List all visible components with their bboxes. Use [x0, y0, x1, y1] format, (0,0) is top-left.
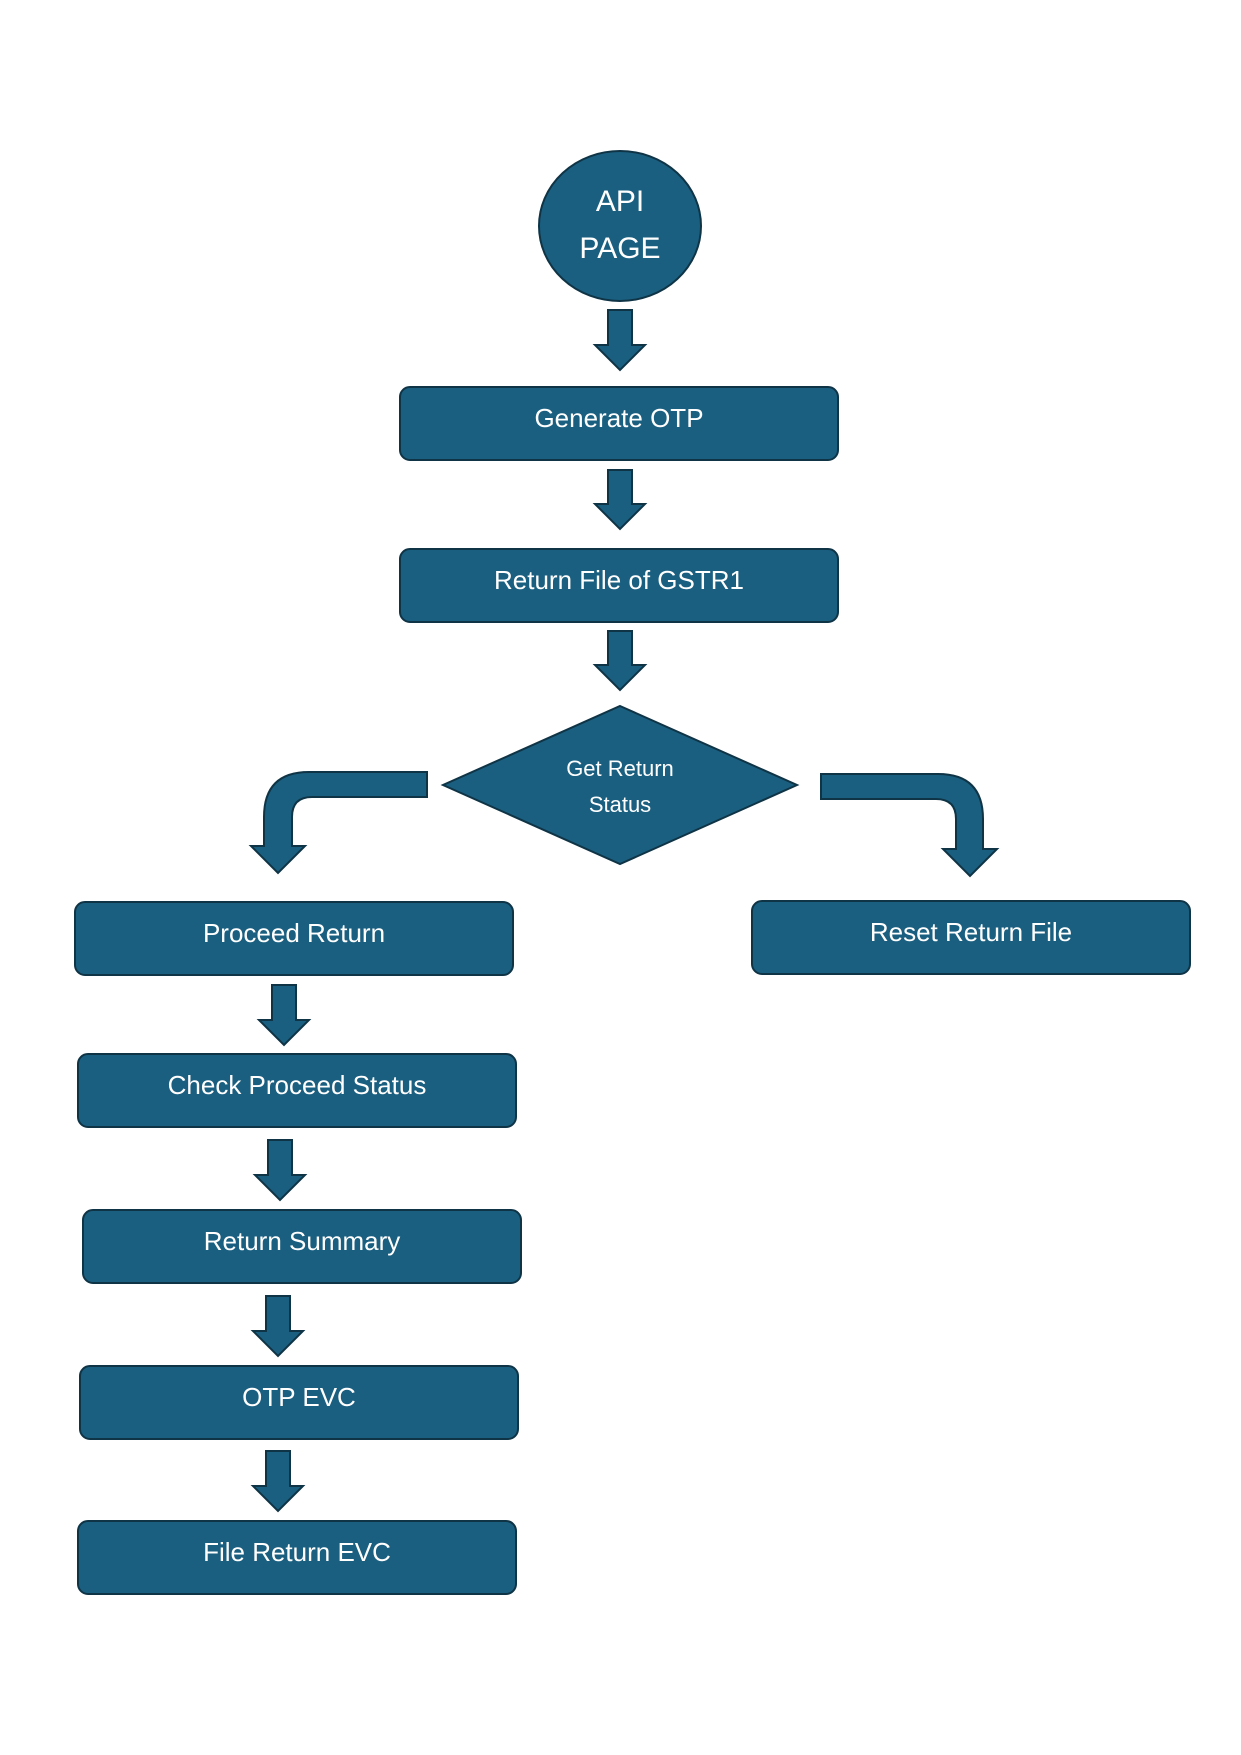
step-check-proceed-status-label: Check Proceed Status — [168, 1070, 427, 1100]
step-otp-evc-label: OTP EVC — [242, 1382, 356, 1412]
start-node-label-line2: PAGE — [579, 232, 660, 265]
step-return-file-gstr1: Return File of GSTR1 — [399, 548, 839, 623]
step-file-return-evc-label: File Return EVC — [203, 1537, 391, 1567]
step-return-summary-label: Return Summary — [204, 1226, 401, 1256]
arrow-otp-evc-to-file-return-evc — [250, 1450, 306, 1513]
decision-label-line1: Get Return — [566, 756, 674, 781]
step-return-summary: Return Summary — [82, 1209, 522, 1284]
arrow-proceed-return-to-check-status — [256, 984, 312, 1047]
step-proceed-return: Proceed Return — [74, 901, 514, 976]
arrow-return-summary-to-otp-evc — [250, 1295, 306, 1358]
step-proceed-return-label: Proceed Return — [203, 918, 385, 948]
step-generate-otp: Generate OTP — [399, 386, 839, 461]
step-otp-evc: OTP EVC — [79, 1365, 519, 1440]
step-reset-return-file: Reset Return File — [751, 900, 1191, 975]
step-check-proceed-status: Check Proceed Status — [77, 1053, 517, 1128]
step-return-file-gstr1-label: Return File of GSTR1 — [494, 565, 744, 595]
step-reset-return-file-label: Reset Return File — [870, 917, 1072, 947]
arrow-decision-to-proceed-return — [248, 771, 428, 875]
step-file-return-evc: File Return EVC — [77, 1520, 517, 1595]
arrow-start-to-generate-otp — [592, 309, 648, 372]
arrow-return-file-to-decision — [592, 630, 648, 692]
arrow-check-status-to-return-summary — [252, 1139, 308, 1202]
arrow-decision-to-reset-return-file — [820, 773, 1000, 878]
step-generate-otp-label: Generate OTP — [534, 403, 703, 433]
start-node-label-line1: API — [596, 185, 644, 218]
start-node-api-page: API PAGE — [538, 150, 702, 302]
decision-get-return-status: Get Return Status — [440, 704, 800, 866]
decision-label-line2: Status — [589, 792, 651, 817]
arrow-generate-otp-to-return-file — [592, 469, 648, 531]
